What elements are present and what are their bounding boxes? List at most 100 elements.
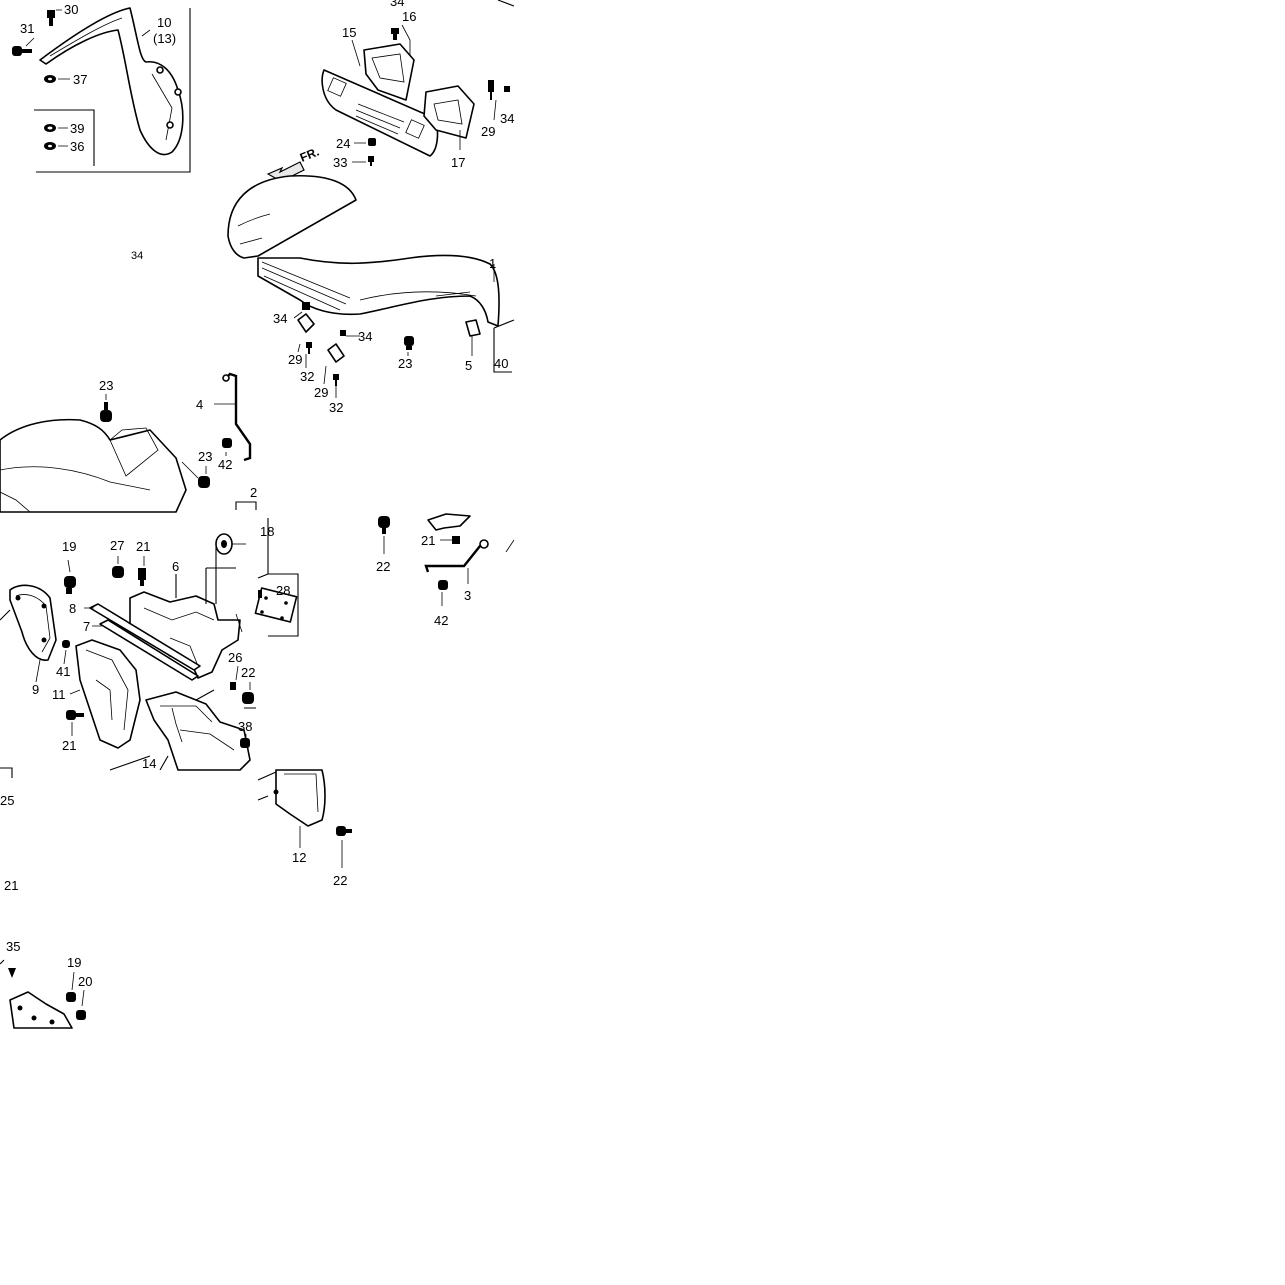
- callout-13: (13): [153, 31, 176, 46]
- callout-28: 28: [276, 583, 290, 598]
- bolt-icon: [333, 374, 339, 386]
- callout-39: 39: [70, 121, 84, 136]
- callout-1: 1: [489, 256, 496, 271]
- bolt-icon: [66, 710, 84, 720]
- callout-27: 27: [110, 538, 124, 553]
- tile-grille-hood: 34 16 15 29 34 17 24 33 FR. 1 34 2: [227, 0, 514, 415]
- lower-bracket-part: [9, 991, 73, 1029]
- callout-41: 41: [56, 664, 70, 679]
- lower-panel: [145, 691, 251, 771]
- screw-icon: [258, 590, 262, 598]
- stay-rod: [223, 372, 252, 462]
- callout-6: 6: [172, 559, 179, 574]
- callout-42-right: 42: [434, 613, 448, 628]
- bolt-icon: [391, 28, 399, 40]
- hood-part: [227, 174, 357, 259]
- callout-21-mid: 21: [136, 539, 150, 554]
- callout-11: 11: [52, 687, 66, 702]
- callout-34-top: 34: [390, 0, 404, 9]
- bolt-icon: [47, 10, 55, 26]
- callout-19-bottom: 19: [67, 955, 81, 970]
- bolt-icon: [368, 156, 374, 166]
- callout-10: 10: [157, 15, 171, 30]
- clip-icon: [62, 640, 70, 648]
- callout-31: 31: [20, 21, 34, 36]
- callout-4: 4: [196, 397, 203, 412]
- callout-8: 8: [69, 601, 76, 616]
- callout-9: 9: [32, 682, 39, 697]
- mudflap-part: [275, 769, 326, 827]
- callout-23-hood: 23: [398, 356, 412, 371]
- nut-icon: [112, 566, 124, 578]
- callout-21-edge: 21: [4, 878, 18, 893]
- tile-mudflap: 12 22: [257, 769, 352, 888]
- bolt-icon: [340, 330, 346, 336]
- callout-34-right: 34: [500, 111, 514, 126]
- callout-23-rod: 23: [198, 449, 212, 464]
- callout-22-mid: 22: [241, 665, 255, 680]
- callout-25: 25: [0, 793, 14, 808]
- callout-22-right: 22: [376, 559, 390, 574]
- clip-icon: [230, 682, 236, 690]
- bolt-icon: [240, 738, 250, 748]
- bolt-icon: [404, 336, 414, 350]
- callout-16: 16: [402, 9, 416, 24]
- tile-rear-body: 34 23 4 23 42 2: [0, 250, 257, 513]
- callout-21-right: 21: [421, 533, 435, 548]
- bolt-icon: [452, 536, 460, 544]
- washer-icon: [44, 124, 56, 132]
- tile-fender-top-left: 30 31 10 (13) 37 39 36: [12, 2, 191, 173]
- callout-22-bottom: 22: [333, 873, 347, 888]
- callout-34-faded: 34: [131, 250, 143, 262]
- bolt-icon: [76, 1010, 86, 1020]
- bolt-icon: [378, 516, 390, 534]
- callout-34-hood-left: 34: [273, 311, 287, 326]
- callout-32-b: 32: [329, 400, 343, 415]
- callout-3: 3: [464, 588, 471, 603]
- callout-21-lower: 21: [62, 738, 76, 753]
- callout-26: 26: [228, 650, 242, 665]
- callout-35: 35: [6, 939, 20, 954]
- callout-42-rod: 42: [218, 457, 232, 472]
- bolt-icon: [198, 476, 210, 488]
- bolt-icon: [336, 826, 352, 836]
- callout-29-hood-b: 29: [314, 385, 328, 400]
- bolt-icon: [306, 342, 312, 354]
- bolt-icon: [242, 692, 254, 704]
- callout-37: 37: [73, 72, 87, 87]
- nut-icon: [368, 138, 376, 146]
- callout-14: 14: [142, 756, 156, 771]
- callout-34-hood-mid: 34: [358, 329, 372, 344]
- callout-30: 30: [64, 2, 78, 17]
- callout-19-mid: 19: [62, 539, 76, 554]
- callout-29-hood-a: 29: [288, 352, 302, 367]
- front-arrow-label: FR.: [298, 145, 321, 165]
- callout-12: 12: [292, 850, 306, 865]
- bolt-icon: [100, 402, 112, 422]
- callout-36: 36: [70, 139, 84, 154]
- screw-icon: [8, 968, 16, 978]
- clip-icon: [488, 80, 494, 100]
- clamp-icon: [215, 533, 233, 555]
- callout-24: 24: [336, 136, 350, 151]
- callout-32-a: 32: [300, 369, 314, 384]
- rear-body-part: [0, 418, 187, 513]
- bolt-icon: [138, 568, 146, 586]
- callout-7: 7: [83, 619, 90, 634]
- callout-15: 15: [342, 25, 356, 40]
- callout-40: 40: [494, 356, 508, 371]
- callout-17: 17: [451, 155, 465, 170]
- bolt-icon: [66, 992, 76, 1002]
- callout-20: 20: [78, 974, 92, 989]
- callout-33: 33: [333, 155, 347, 170]
- callout-18: 18: [260, 524, 274, 539]
- splash-panel: [75, 639, 141, 749]
- callout-23-body: 23: [99, 378, 113, 393]
- nut-icon: [44, 142, 56, 150]
- tile-stay-rod-right: 22 21 3 42: [376, 513, 515, 628]
- nut-icon: [44, 75, 56, 83]
- bolt-icon: [302, 302, 310, 310]
- bolt-icon: [438, 580, 448, 590]
- side-rail: [89, 603, 201, 671]
